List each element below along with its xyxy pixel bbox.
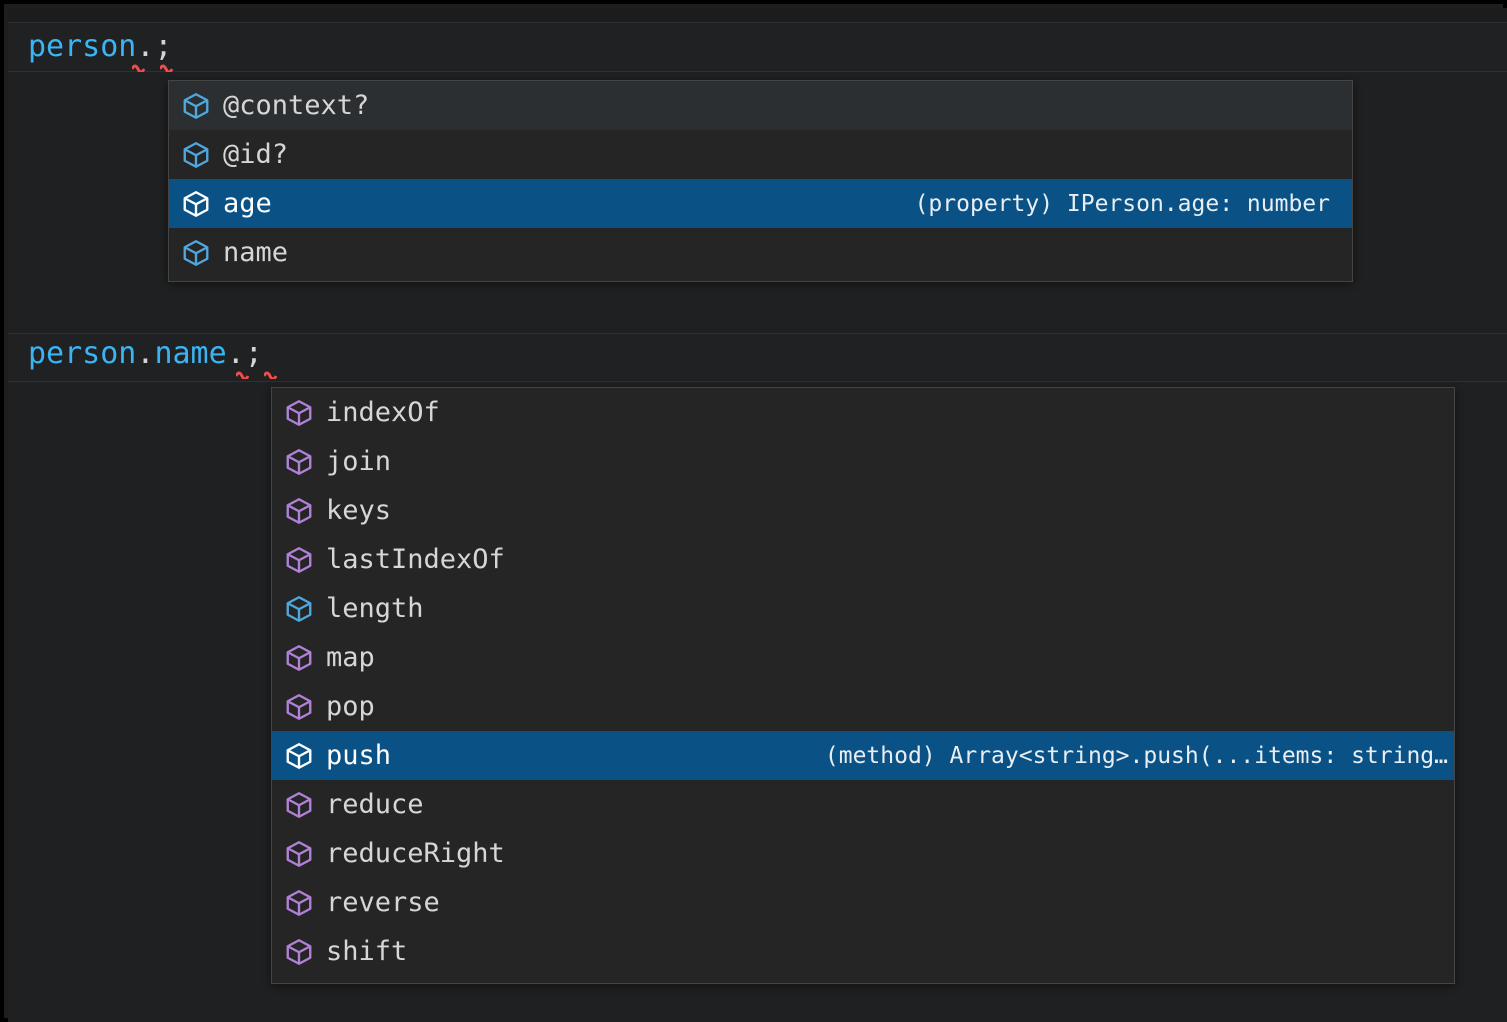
method-cube-icon xyxy=(284,741,314,771)
method-cube-icon xyxy=(284,398,314,428)
suggestion-item-keys[interactable]: keys xyxy=(272,486,1454,535)
suggestion-label: age xyxy=(223,187,272,219)
property-cube-icon xyxy=(181,140,211,170)
suggestion-label: indexOf xyxy=(326,396,440,428)
editor-band-top xyxy=(8,8,1507,22)
suggestion-item-join[interactable]: join xyxy=(272,437,1454,486)
suggestion-item-id[interactable]: @id? xyxy=(169,130,1352,179)
suggestion-label: map xyxy=(326,641,375,673)
suggestion-label: lastIndexOf xyxy=(326,543,505,575)
method-cube-icon xyxy=(284,692,314,722)
property-cube-icon xyxy=(181,238,211,268)
suggestion-label: shift xyxy=(326,935,408,967)
error-squiggle-icon xyxy=(160,63,180,72)
suggestion-item-age[interactable]: age (property) IPerson.age: number xyxy=(169,179,1352,228)
suggestion-label: reduce xyxy=(326,788,424,820)
suggestion-label: name xyxy=(223,236,289,268)
code-editor-surface[interactable]: person.; person.name.; @context?@id?age(… xyxy=(8,8,1507,1022)
error-squiggle-icon xyxy=(236,370,256,379)
editor-band-line1 xyxy=(8,23,1507,71)
suggestion-label: @context? xyxy=(223,89,370,121)
completion-popup-member[interactable]: @context? @id? age (property) IPerson.age: … xyxy=(168,80,1353,282)
suggestion-label: push xyxy=(326,739,392,771)
property-cube-icon xyxy=(181,91,211,121)
suggestion-detail-signature: (property) IPerson.age: number xyxy=(914,190,1330,217)
suggestion-detail-signature: (method) Array<string>.push(...items: st… xyxy=(824,742,1448,769)
error-squiggle-icon xyxy=(264,370,284,379)
editor-separator-2 xyxy=(8,71,1507,72)
suggestion-item-map[interactable]: map xyxy=(272,633,1454,682)
suggestion-label: length xyxy=(326,592,424,624)
suggestion-label: keys xyxy=(326,494,392,526)
code-punctuation-dot: . xyxy=(136,336,155,371)
code-punctuation-1: .; xyxy=(136,29,173,64)
method-cube-icon xyxy=(284,545,314,575)
method-cube-icon xyxy=(284,447,314,477)
suggestion-item-lastindexof[interactable]: lastIndexOf xyxy=(272,535,1454,584)
code-identifier-name: name xyxy=(154,336,227,371)
method-cube-icon xyxy=(284,839,314,869)
property-cube-icon xyxy=(181,189,211,219)
suggestion-item-indexof[interactable]: indexOf xyxy=(272,388,1454,437)
method-cube-icon xyxy=(284,937,314,967)
method-cube-icon xyxy=(284,496,314,526)
code-identifier-person: person xyxy=(28,29,137,64)
method-cube-icon xyxy=(284,643,314,673)
code-identifier-person: person xyxy=(28,336,137,371)
suggestion-item-reduceright[interactable]: reduceRight xyxy=(272,829,1454,878)
code-line-1[interactable]: person.; xyxy=(28,30,173,64)
editor-separator-1 xyxy=(8,22,1507,23)
property-cube-icon xyxy=(284,594,314,624)
completion-popup-array-member[interactable]: indexOf join keys lastIndexOf length map pop pu… xyxy=(271,387,1455,984)
editor-separator-3 xyxy=(8,333,1507,334)
suggestion-label: reverse xyxy=(326,886,440,918)
suggestion-item-reduce[interactable]: reduce xyxy=(272,780,1454,829)
suggestion-item-pop[interactable]: pop xyxy=(272,682,1454,731)
method-cube-icon xyxy=(284,888,314,918)
suggestion-item-push[interactable]: push (method) Array<string>.push(...items… xyxy=(272,731,1454,780)
suggestion-item-context[interactable]: @context? xyxy=(169,81,1352,130)
method-cube-icon xyxy=(284,790,314,820)
suggestion-item-name[interactable]: name xyxy=(169,228,1352,277)
error-squiggle-icon xyxy=(132,63,152,72)
suggestion-item-shift[interactable]: shift xyxy=(272,927,1454,976)
suggestion-label: pop xyxy=(326,690,375,722)
editor-separator-4 xyxy=(8,381,1507,382)
suggestion-item-reverse[interactable]: reverse xyxy=(272,878,1454,927)
code-punctuation-2: .; xyxy=(226,336,263,371)
editor-band-line2 xyxy=(8,334,1507,381)
suggestion-item-length[interactable]: length xyxy=(272,584,1454,633)
code-line-2[interactable]: person.name.; xyxy=(28,337,263,371)
suggestion-label: @id? xyxy=(223,138,289,170)
suggestion-label: join xyxy=(326,445,392,477)
suggestion-label: reduceRight xyxy=(326,837,505,869)
